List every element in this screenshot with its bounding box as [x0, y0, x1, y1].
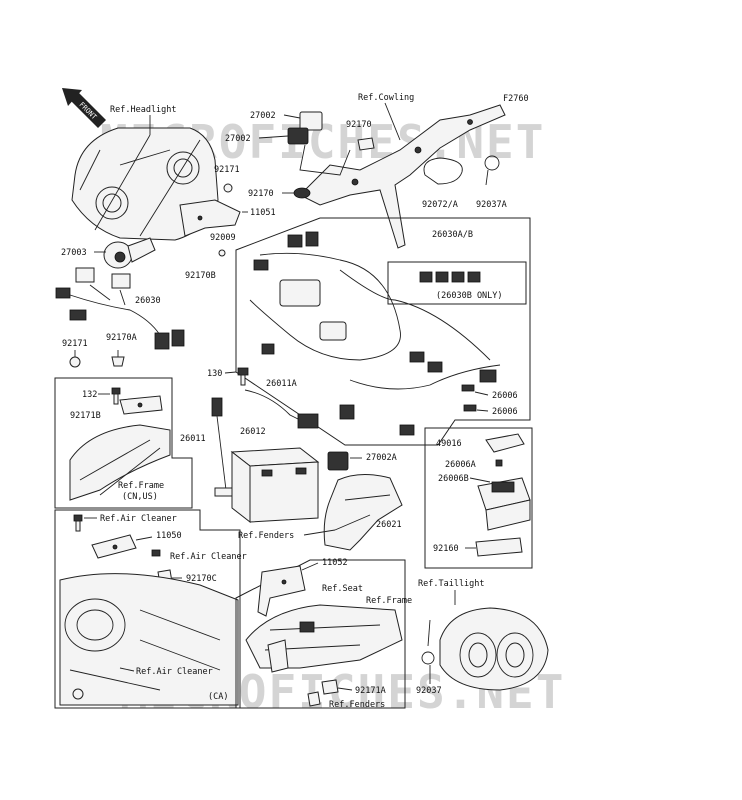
front-arrow-icon: FRONT — [62, 88, 106, 128]
label-11052: 11052 — [322, 558, 348, 568]
label-26030b-only: (26030B ONLY) — [436, 291, 503, 301]
label-92037a: 92037A — [476, 200, 507, 210]
label-92171b: 92171B — [70, 411, 101, 421]
label-ref-frame: Ref.Frame — [366, 596, 412, 606]
pad-92160 — [475, 537, 523, 557]
label-26030ab: 26030A/B — [432, 230, 473, 240]
label-92171-a: 92171 — [214, 165, 240, 175]
relay-27002-a — [299, 111, 323, 131]
label-92009: 92009 — [210, 233, 236, 243]
label-ref-cowling: Ref.Cowling — [358, 93, 414, 103]
bolt-130 — [237, 367, 249, 386]
label-ref-frame-cnus: Ref.Frame — [118, 481, 164, 491]
label-27002-b: 27002 — [225, 134, 251, 144]
label-26006-b: 26006 — [492, 407, 518, 417]
cable-26011a — [244, 389, 319, 429]
bracket-11052 — [257, 565, 306, 617]
harness-26030b-box — [387, 261, 527, 305]
label-26012: 26012 — [240, 427, 266, 437]
label-cn-us: (CN,US) — [122, 492, 158, 502]
label-ref-air-cleaner-b: Ref.Air Cleaner — [170, 552, 247, 562]
label-92170c: 92170C — [186, 574, 217, 584]
label-92072a: 92072/A — [422, 200, 458, 210]
label-ref-fenders-a: Ref.Fenders — [238, 531, 294, 541]
label-92037: 92037 — [416, 686, 442, 696]
label-92170-b: 92170 — [248, 189, 274, 199]
bracket-11050 — [91, 534, 137, 559]
cowling-bracket — [299, 104, 506, 249]
harness-26030 — [55, 267, 185, 350]
label-27002-a: 27002 — [250, 111, 276, 121]
ecu-box — [424, 427, 533, 569]
label-26006-a: 26006 — [492, 391, 518, 401]
relay-27002a — [327, 451, 349, 471]
ecu-unit — [477, 477, 531, 531]
bolt-air-cleaner — [73, 514, 83, 532]
label-26011a: 26011A — [266, 379, 297, 389]
label-11050: 11050 — [156, 531, 182, 541]
main-harness — [249, 231, 501, 436]
label-26030: 26030 — [135, 296, 161, 306]
label-26011: 26011 — [180, 434, 206, 444]
label-26006b: 26006B — [438, 474, 469, 484]
cover-49016 — [485, 433, 525, 453]
label-ref-air-cleaner-c: Ref.Air Cleaner — [136, 667, 213, 677]
label-92170b: 92170B — [185, 271, 216, 281]
label-26006a: 26006A — [445, 460, 476, 470]
label-132: 132 — [82, 390, 97, 400]
air-cleaner-box — [54, 509, 241, 709]
main-harness-box — [235, 217, 531, 446]
battery-26012 — [230, 447, 320, 524]
label-ref-air-cleaner-a: Ref.Air Cleaner — [100, 514, 177, 524]
label-ca: (CA) — [208, 692, 228, 702]
taillight-assembly — [439, 607, 549, 691]
bolt-132 — [111, 387, 121, 405]
cable-26011 — [211, 397, 238, 497]
label-92170a: 92170A — [106, 333, 137, 343]
label-27003: 27003 — [61, 248, 87, 258]
clamp-92037a — [484, 155, 500, 186]
clip-92171b — [119, 395, 163, 415]
relay-27002-b — [287, 127, 309, 145]
label-ref-taillight: Ref.Taillight — [418, 579, 485, 589]
diagram-code: F2760 — [503, 94, 529, 104]
harness-26030b-connectors — [419, 271, 481, 283]
label-ref-seat: Ref.Seat — [322, 584, 363, 594]
label-92160: 92160 — [433, 544, 459, 554]
label-ref-headlight: Ref.Headlight — [110, 105, 177, 115]
label-49016: 49016 — [436, 439, 462, 449]
band-92072 — [423, 157, 463, 185]
frame-cnus-box — [54, 377, 193, 509]
label-92171-b: 92171 — [62, 339, 88, 349]
horn-part — [103, 237, 156, 269]
label-92171a: 92171A — [355, 686, 386, 696]
rear-frame — [245, 604, 403, 673]
fender-part — [323, 474, 403, 551]
label-130: 130 — [207, 369, 222, 379]
clamp-92037 — [421, 619, 435, 665]
label-92170-a: 92170 — [346, 120, 372, 130]
label-11051: 11051 — [250, 208, 276, 218]
bracket-11051 — [179, 199, 241, 237]
air-cleaner-housing — [59, 573, 239, 706]
label-27002a: 27002A — [366, 453, 397, 463]
label-26021: 26021 — [376, 520, 402, 530]
label-ref-fenders-b: Ref.Fenders — [329, 700, 385, 710]
